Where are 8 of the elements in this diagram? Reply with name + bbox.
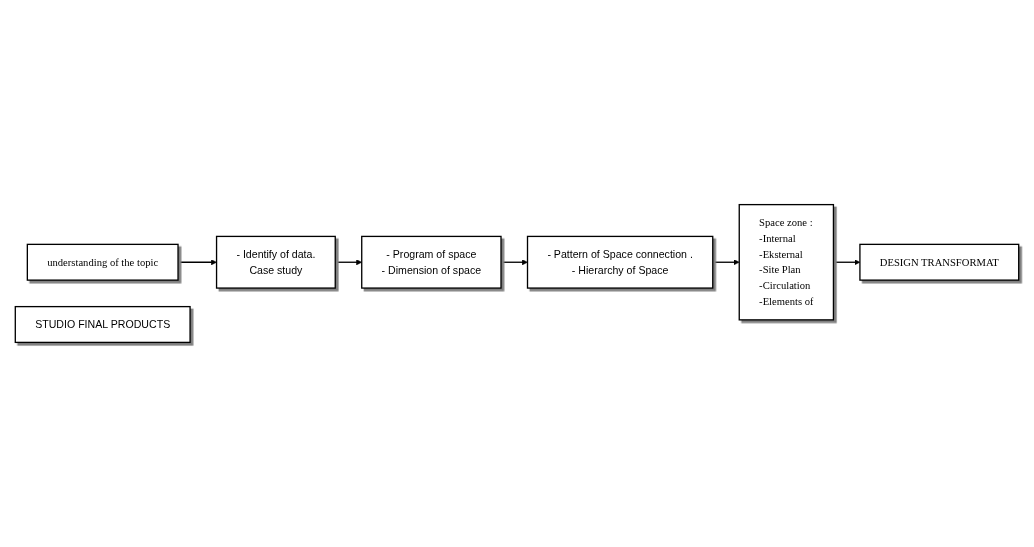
node-box: understanding of the topic <box>26 243 179 281</box>
node-box: - Identify of data. Case study <box>215 235 336 289</box>
node-box: Space zone : -Internal -Eksternal -Site Plan -Circulation -Elements of <box>738 203 835 321</box>
arrow <box>712 259 740 266</box>
node-box: STUDIO FINAL PRODUCTS <box>14 305 191 344</box>
node-box: - Program of space - Dimension of space <box>361 235 502 289</box>
node-box: - Pattern of Space connection . - Hierarchy of Space <box>526 235 714 289</box>
node-box: DESIGN TRANSFORMAT <box>859 243 1020 281</box>
